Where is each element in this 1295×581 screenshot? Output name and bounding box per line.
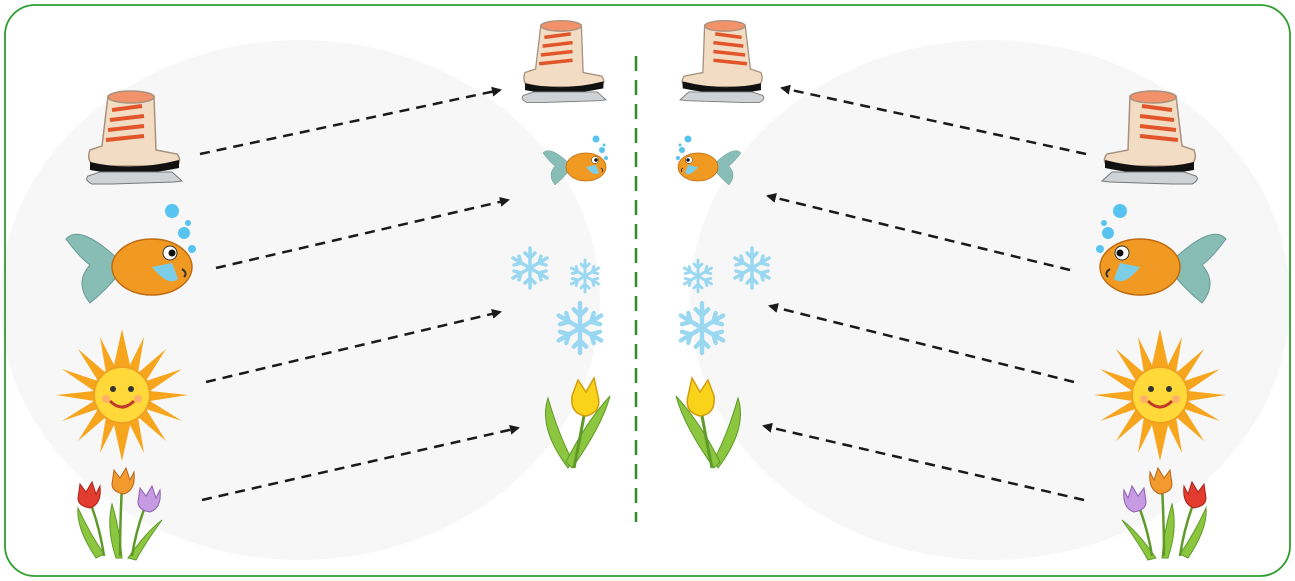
arrow-right-row-1 xyxy=(780,84,1087,156)
goldfish-icon xyxy=(542,135,609,186)
arrow-right-row-4 xyxy=(762,422,1085,502)
frame-border xyxy=(4,4,1291,577)
arrow-left-row-1 xyxy=(199,86,502,156)
arrow-left-row-4 xyxy=(201,424,520,502)
left-panel xyxy=(54,18,612,560)
skate-boot-icon xyxy=(520,18,608,105)
arrow-right-row-3 xyxy=(768,303,1075,384)
goldfish-icon xyxy=(675,135,742,186)
skate-boot-icon xyxy=(678,18,766,105)
arrow-right-row-2 xyxy=(766,193,1071,272)
right-panel xyxy=(674,18,1228,560)
